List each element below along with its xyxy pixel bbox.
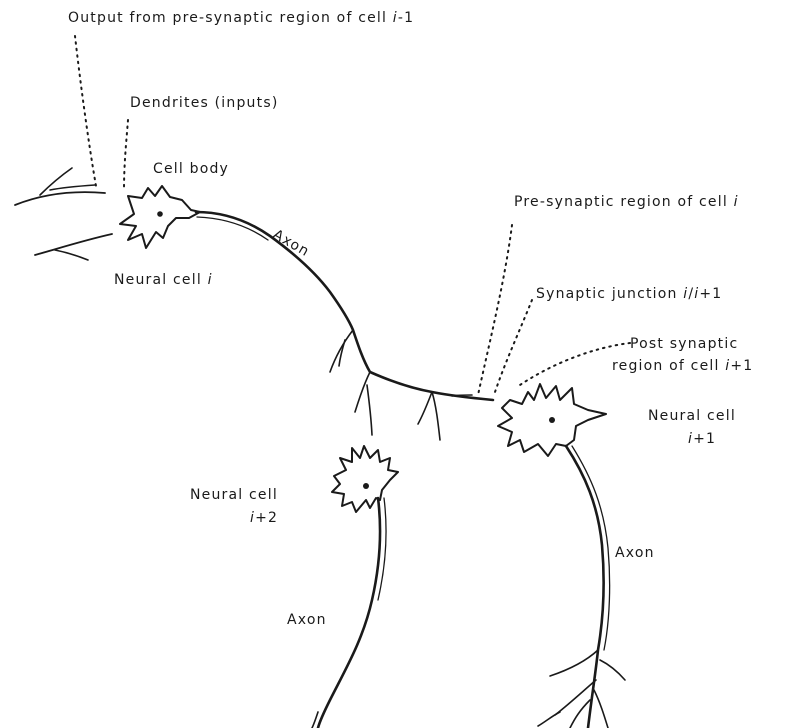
neural-cell-i-plus-2 <box>312 446 398 728</box>
label-post-synaptic-line2: region of cell i+1 <box>612 358 753 374</box>
neural-cell-i-plus-1 <box>498 384 625 728</box>
axon-cell-i-plus-2 <box>318 498 380 728</box>
label-dendrites-inputs: Dendrites (inputs) <box>130 95 278 111</box>
cell-body-i <box>120 186 200 248</box>
nucleus-i-plus-1 <box>549 417 555 423</box>
label-synaptic-junction: Synaptic junction i/i+1 <box>536 286 722 302</box>
nucleus-i-plus-2 <box>363 483 369 489</box>
label-axon-cell-i-plus-1: Axon <box>615 545 655 561</box>
label-neural-cell-i-plus-2-line1: Neural cell <box>190 487 278 503</box>
label-post-synaptic-line1: Post synaptic <box>630 336 738 352</box>
label-neural-cell-i: Neural cell i <box>114 272 213 288</box>
labels: Output from pre-synaptic region of cell … <box>68 10 753 628</box>
label-output-from-presynaptic: Output from pre-synaptic region of cell … <box>68 10 414 26</box>
label-axon-cell-i-plus-2: Axon <box>287 612 327 628</box>
axon-cell-i-plus-1 <box>566 446 604 728</box>
label-cell-body: Cell body <box>153 161 229 177</box>
axon-cell-i <box>196 212 493 400</box>
label-presynaptic-region: Pre-synaptic region of cell i <box>514 194 739 210</box>
label-axon-cell-i: Axon <box>270 227 312 261</box>
label-neural-cell-i-plus-2-line2: i+2 <box>250 510 278 526</box>
nucleus-i <box>157 211 163 217</box>
neural-cell-i <box>120 186 493 440</box>
label-neural-cell-i-plus-1-line2: i+1 <box>688 431 716 447</box>
label-neural-cell-i-plus-1-line1: Neural cell <box>648 408 736 424</box>
cell-i-minus-1-terminals <box>15 168 112 260</box>
cell-body-i-plus-2 <box>332 446 398 512</box>
